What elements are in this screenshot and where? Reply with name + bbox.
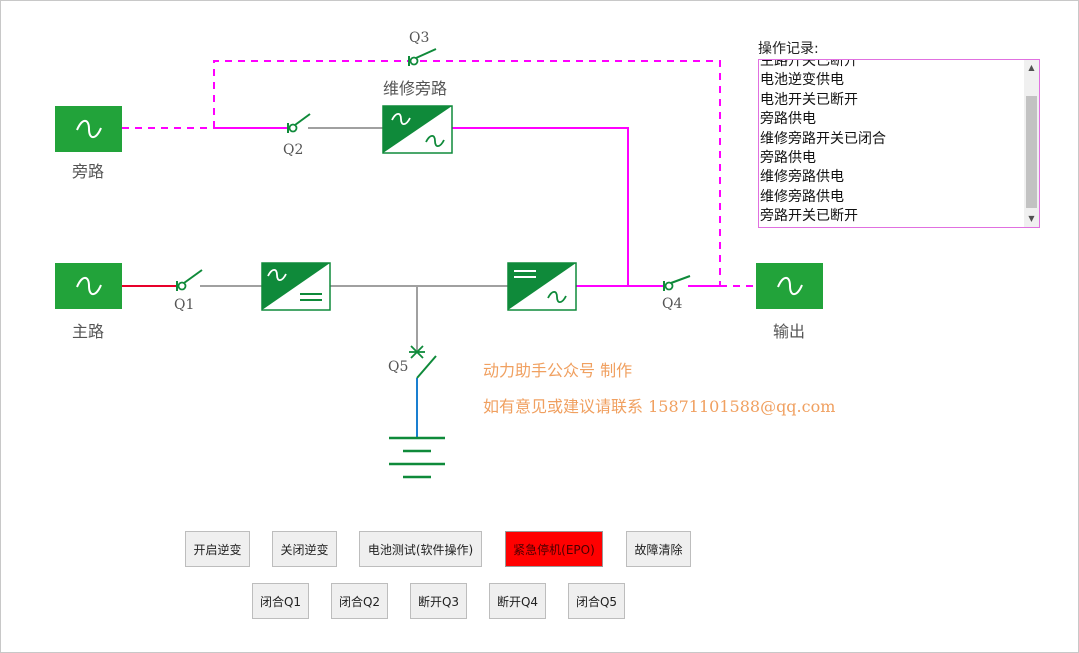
log-entry: 旁路开关已断开: [760, 208, 858, 225]
q2-switch-icon: [287, 113, 311, 133]
log-entry: 电池开关已断开: [760, 91, 858, 108]
log-entry: 旁路供电: [760, 150, 816, 167]
q4-switch-icon: [663, 275, 691, 291]
log-entry: 主路开关已断开: [760, 59, 858, 69]
open-q4-button[interactable]: 断开Q4: [489, 583, 546, 619]
stop-inverter-button[interactable]: 关闭逆变: [272, 531, 337, 567]
log-entry: 维修旁路供电: [760, 169, 844, 186]
q4-label: Q4: [662, 296, 683, 312]
log-title: 操作记录:: [758, 41, 819, 57]
output-label: 输出: [773, 322, 806, 341]
scroll-thumb[interactable]: [1026, 96, 1037, 208]
rectifier-icon: [261, 262, 331, 311]
log-entry: 维修旁路开关已闭合: [760, 130, 886, 147]
inverter-icon: [507, 262, 577, 311]
maint-bypass-line: [213, 60, 721, 286]
close-q2-button[interactable]: 闭合Q2: [331, 583, 388, 619]
bypass-label: 旁路: [72, 162, 105, 181]
emergency-stop-button[interactable]: 紧急停机(EPO): [505, 531, 603, 567]
battery-icon: [389, 436, 445, 479]
main-label: 主路: [72, 322, 105, 341]
main-source-icon: [55, 263, 122, 309]
log-entry: 电池逆变供电: [760, 72, 844, 89]
start-inverter-button[interactable]: 开启逆变: [185, 531, 250, 567]
q3-label: Q3: [409, 30, 430, 46]
q3-switch-icon: [408, 48, 437, 66]
credit-line-2: 如有意见或建议请联系 15871101588@qq.com: [483, 397, 836, 416]
static-switch-out-line: [452, 127, 629, 286]
open-q3-button[interactable]: 断开Q3: [410, 583, 467, 619]
close-q1-button[interactable]: 闭合Q1: [252, 583, 309, 619]
scroll-up-arrow-icon[interactable]: ▲: [1028, 63, 1035, 72]
log-scrollbar[interactable]: ▲ ▼: [1024, 60, 1039, 227]
clear-fault-button[interactable]: 故障清除: [626, 531, 691, 567]
log-listbox[interactable]: 主路开关已断开 电池逆变供电 电池开关已断开 旁路供电 维修旁路开关已闭合 旁路…: [758, 59, 1040, 228]
static-switch-icon: [382, 105, 453, 154]
log-entry: 维修旁路供电: [760, 188, 844, 205]
q1-switch-icon: [176, 269, 203, 291]
q5-switch-icon: [409, 345, 437, 379]
log-entry: 旁路供电: [760, 111, 816, 128]
battery-test-button[interactable]: 电池测试(软件操作): [359, 531, 482, 567]
output-icon: [756, 263, 823, 309]
q1-label: Q1: [174, 297, 195, 313]
q5-label: Q5: [388, 359, 409, 375]
q2-label: Q2: [283, 142, 304, 158]
credit-line-1: 动力助手公众号 制作: [483, 361, 633, 380]
bypass-source-icon: [55, 106, 122, 152]
maint-bypass-label: 维修旁路: [383, 79, 448, 98]
scroll-down-arrow-icon[interactable]: ▼: [1028, 214, 1035, 223]
close-q5-button[interactable]: 闭合Q5: [568, 583, 625, 619]
log-list: 主路开关已断开 电池逆变供电 电池开关已断开 旁路供电 维修旁路开关已闭合 旁路…: [759, 59, 1021, 227]
